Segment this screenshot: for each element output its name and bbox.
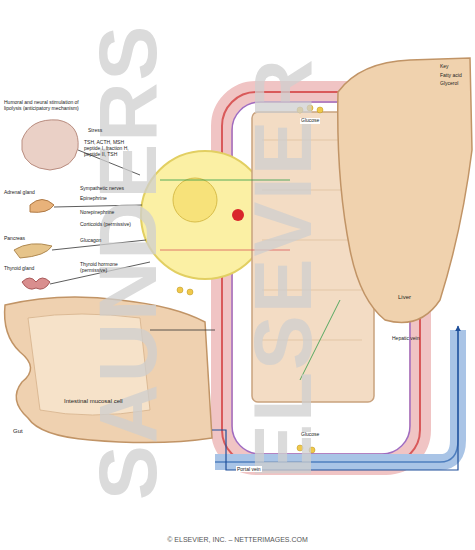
hormone-label: Thyroid hormone (permissive) — [80, 262, 130, 274]
hormone-label: Glucagon — [80, 238, 101, 244]
hormone-label: Corticoids (permissive) — [80, 222, 131, 228]
adrenal-symbol — [30, 200, 54, 213]
gut-region: Gut Intestinal mucosal cell — [5, 296, 212, 446]
node-label: Liver — [398, 294, 411, 301]
key-item: Fatty acid — [440, 73, 462, 79]
hormone-label: Epinephrine — [80, 196, 107, 202]
stimulus-label: Stress — [88, 128, 102, 134]
brain-symbol — [22, 120, 78, 170]
node-label: Gut — [13, 428, 23, 435]
metabolite-label: Glucose — [300, 432, 320, 438]
mucosal-cell: Intestinal mucosal cell — [28, 318, 150, 414]
fat-droplet — [173, 178, 217, 222]
key-item: Glycerol — [440, 81, 458, 87]
gland-label: Thyroid gland — [4, 266, 34, 272]
hormone-label: Sympathetic nerves — [80, 186, 124, 192]
vessel-label: Hepatic vein — [392, 336, 420, 342]
thyroid-symbol — [22, 278, 50, 289]
node-label: Intestinal mucosal cell — [64, 398, 123, 405]
gland-label: Adrenal gland — [4, 190, 35, 196]
hormone-list: TSH, ACTH, MSH peptide I, fraction H, pe… — [84, 140, 136, 157]
liver-organ — [338, 58, 472, 323]
heading-note: Humoral and neural stimulation of lipoly… — [4, 100, 82, 112]
hormone-label: Norepinephrine — [80, 210, 114, 216]
pancreas-symbol — [14, 244, 52, 258]
metabolite-label: Glucose — [300, 118, 320, 124]
edge-label: Portal vein — [236, 466, 262, 472]
gland-label: Pancreas — [4, 236, 25, 242]
liver-region: Liver — [338, 58, 472, 326]
key-heading: Key — [440, 64, 449, 70]
copyright-caption: © ELSEVIER, INC. – NETTERIMAGES.COM — [167, 536, 308, 543]
